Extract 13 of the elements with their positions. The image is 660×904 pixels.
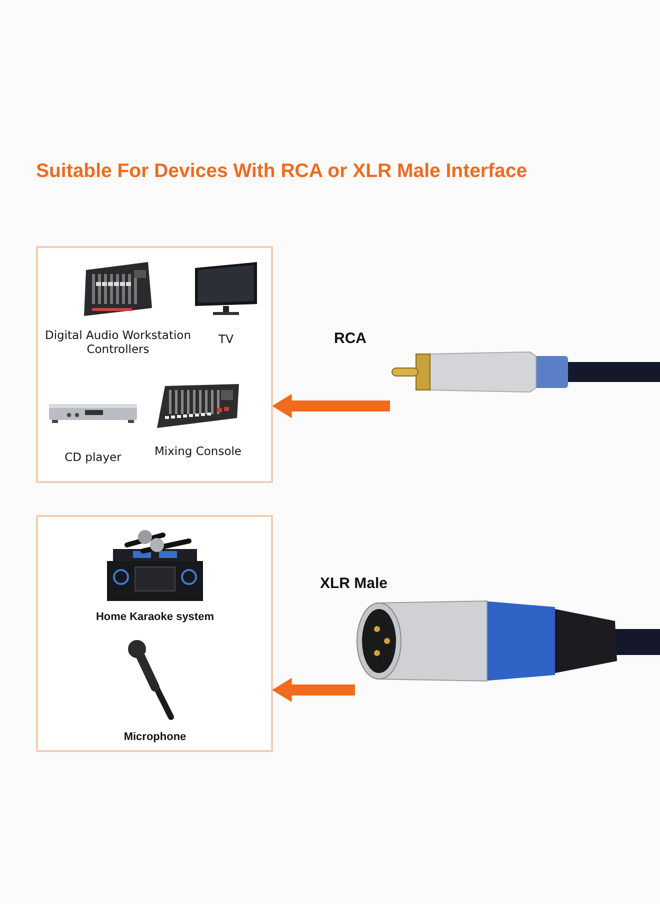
device-panel: [36, 515, 273, 752]
block-arrow: [272, 394, 390, 418]
device-label: TV: [218, 332, 234, 346]
device-label: Mixing Console: [154, 444, 242, 458]
device-label: CD player: [64, 450, 122, 464]
connector-label: XLR Male: [320, 575, 388, 592]
title: Suitable For Devices With RCA or XLR Male Interface: [36, 160, 528, 183]
device-label: Microphone: [124, 731, 186, 745]
device-label: Home Karaoke system: [96, 611, 214, 625]
connector-label: RCA: [334, 330, 366, 347]
device-panel: [36, 246, 273, 483]
device-label: Digital Audio Workstation Controllers: [44, 328, 192, 357]
block-arrow: [272, 678, 355, 702]
